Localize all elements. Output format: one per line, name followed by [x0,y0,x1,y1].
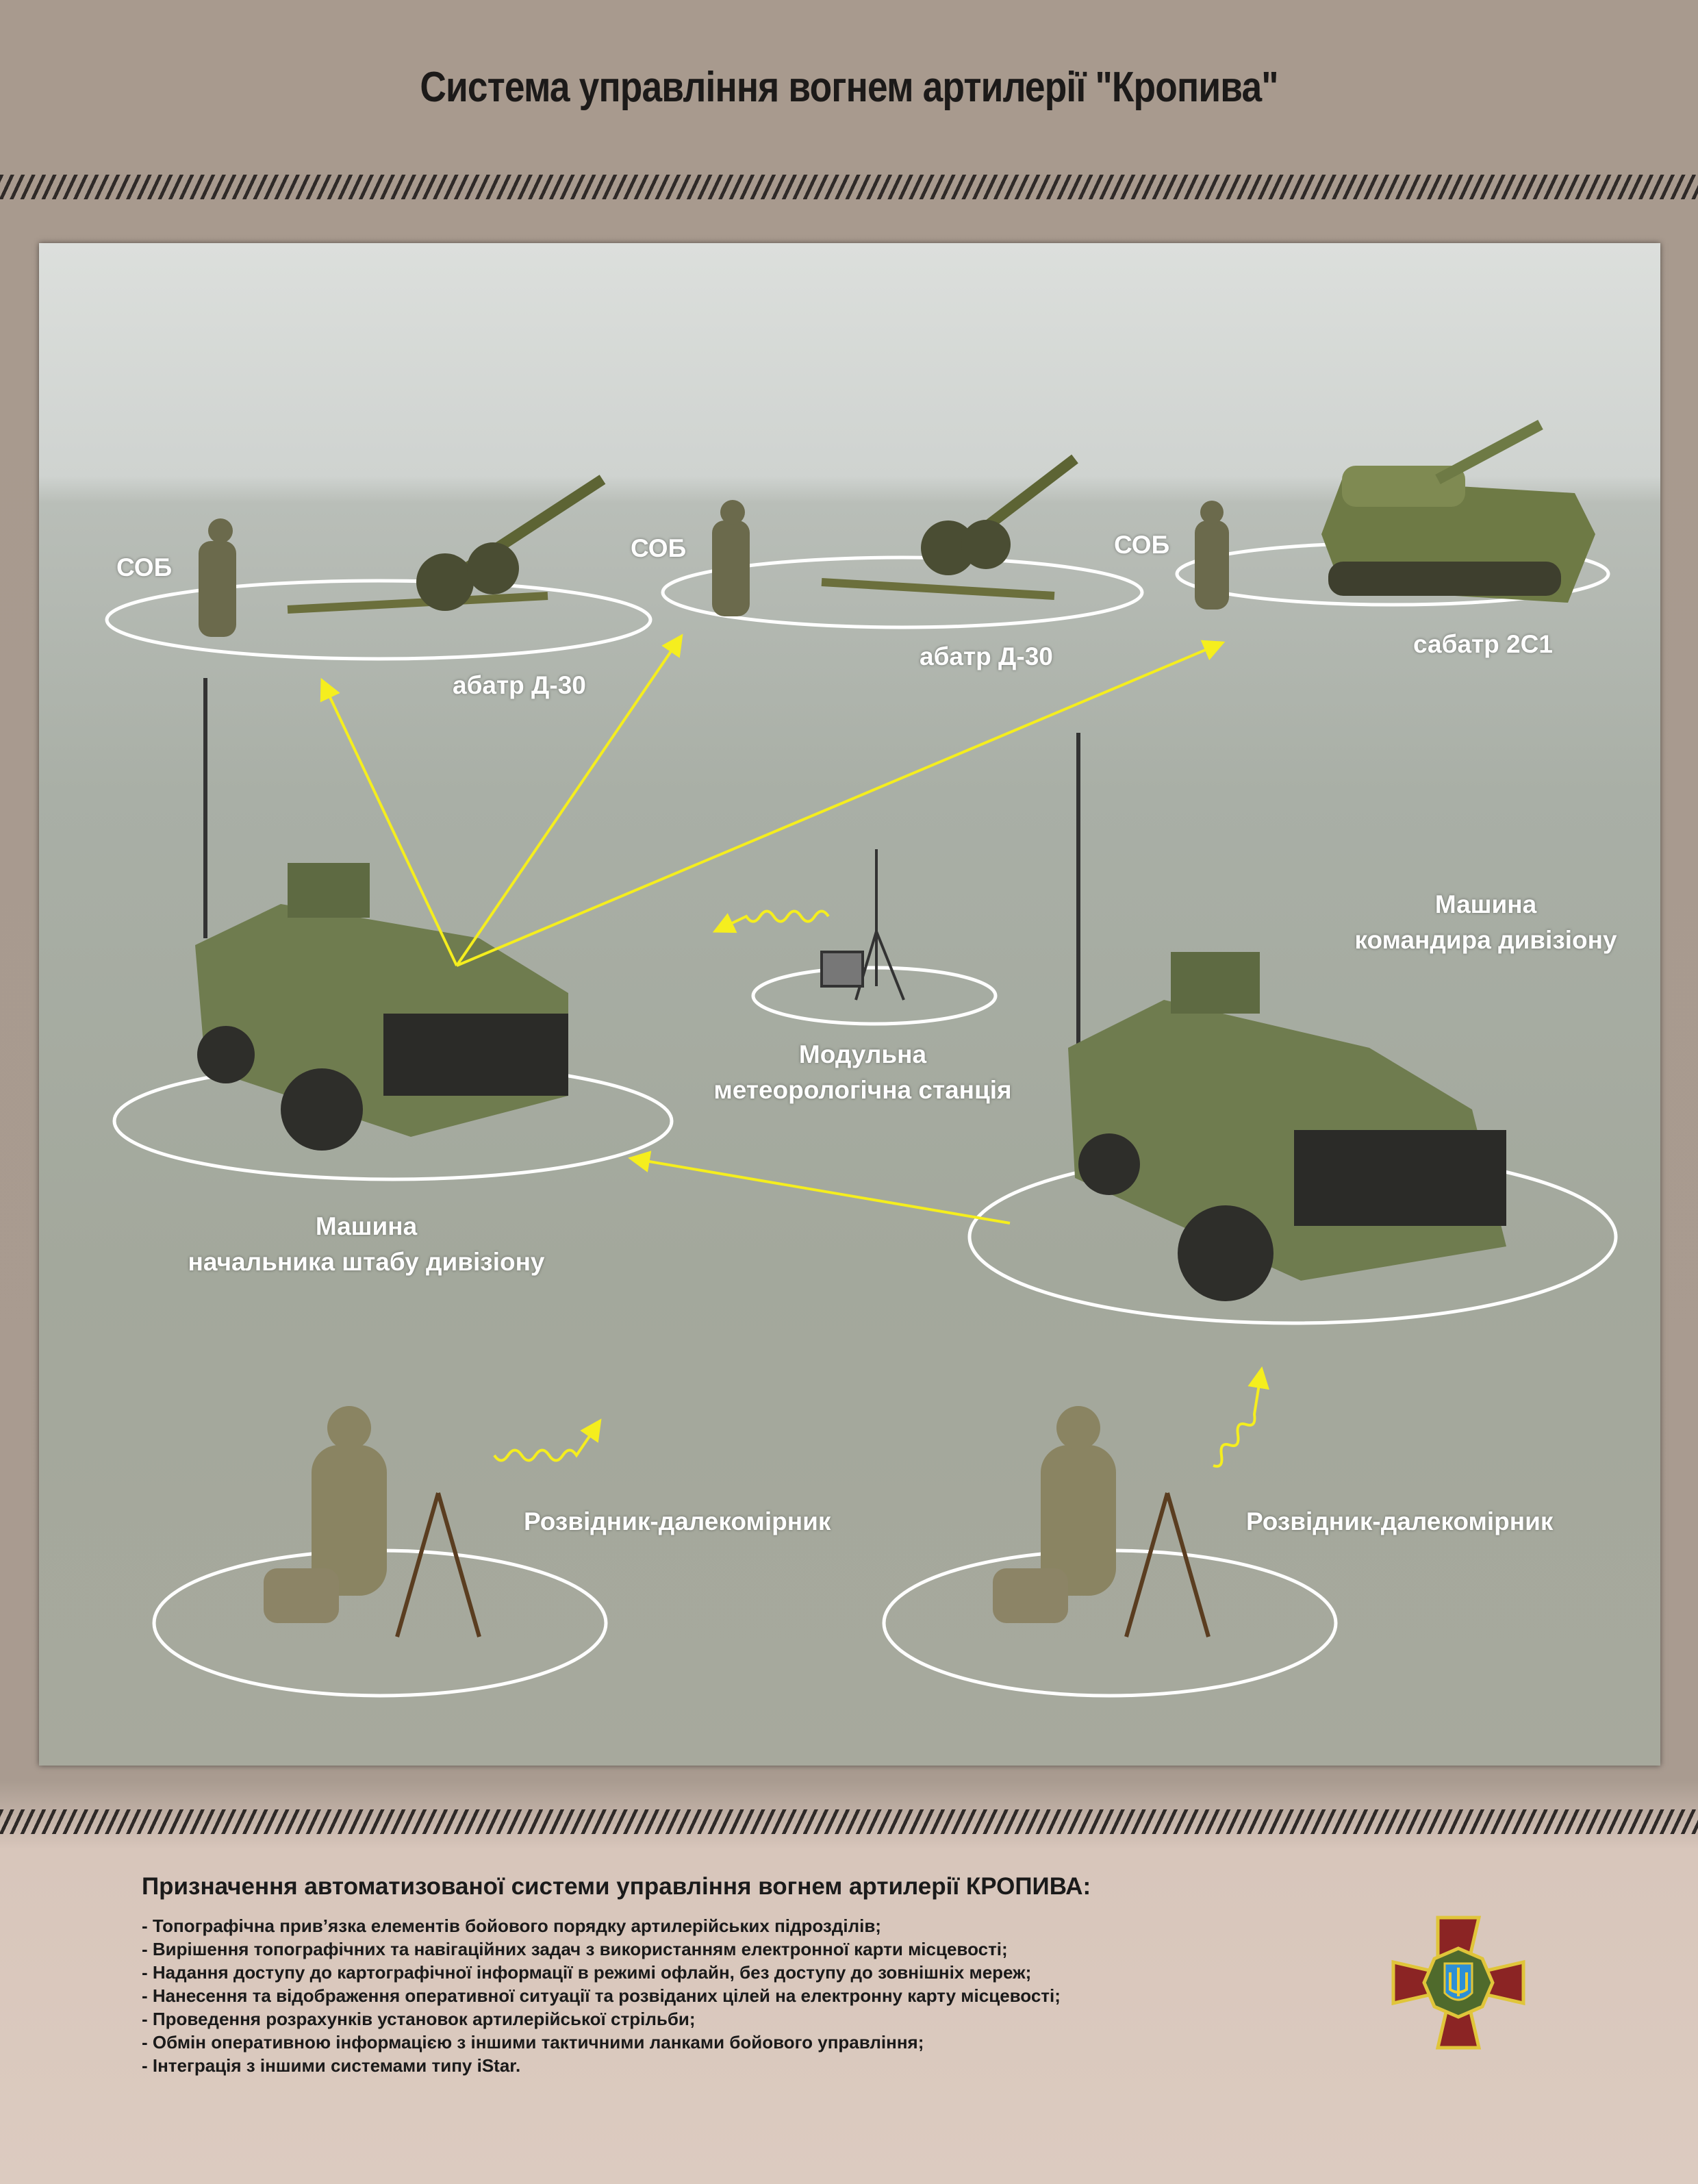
label-chief-of-staff-vehicle: Машина начальника штабу дивізіону [161,1209,572,1280]
list-item: - Нанесення та відображення оперативної … [142,1985,1061,2006]
label-scout-2: Розвідник-далекомірник [1246,1507,1554,1535]
armored-vehicle-icon [1068,733,1506,1301]
top-divider [0,175,1698,199]
label-line: Машина [315,1212,418,1240]
list-item: - Проведення розрахунків установок артил… [142,2009,696,2029]
list-item: - Вирішення топографічних та навігаційни… [142,1939,1008,1959]
label-scout-1: Розвідник-далекомірник [524,1507,831,1535]
ring-meteo [751,966,998,1026]
armored-vehicle-icon [195,678,568,1151]
purpose-list: - Топографічна прив’язка елементів бойов… [142,1914,1091,2077]
label-line: Модульна [798,1040,927,1068]
scout-icon [264,1406,1211,1637]
label-meteo-station: Модульна метеорологічна станція [698,1037,1027,1108]
list-item: - Інтеграція з іншими системами типу iSt… [142,2055,521,2076]
data-link-arrows [320,633,1269,1468]
list-item: - Топографічна прив’язка елементів бойов… [142,1916,881,1936]
label-battery-3: сабатр 2С1 [1413,630,1553,658]
label-line: метеорологічна станція [713,1076,1012,1104]
bottom-divider [0,1809,1698,1834]
label-commander-vehicle: Машина командира дивізіону [1335,887,1636,958]
label-line: начальника штабу дивізіону [188,1248,545,1276]
howitzer-d30-icon [287,475,606,614]
arrow-to-battery-2 [455,633,683,967]
list-item: - Надання доступу до картографічної інфо… [142,1962,1032,1983]
purpose-section: Призначення автоматизованої системи упра… [142,1873,1091,2077]
label-sob-1: СОБ [116,553,173,581]
wave-arrow-scout-2 [1213,1366,1269,1468]
ring-battery-1 [105,579,652,661]
meteo-station-icon [820,849,905,1001]
label-battery-2: абатр Д-30 [920,642,1053,670]
arrow-to-battery-3 [456,640,1226,967]
national-guard-emblem-icon [1391,1916,1525,2050]
list-item: - Обмін оперативною інформацією з іншими… [142,2032,924,2053]
label-line: Машина [1434,890,1537,918]
label-battery-1: абатр Д-30 [453,671,586,699]
self-propelled-gun-2s1-icon [1321,419,1595,603]
arrow-commander-to-chief [628,1151,1011,1225]
wave-arrow-scout-1 [493,1418,602,1462]
label-sob-3: СОБ [1114,531,1170,559]
purpose-heading: Призначення автоматизованої системи упра… [142,1873,1091,1900]
soldier-icon [199,500,1229,637]
wave-arrow-meteo [712,909,830,933]
arrow-to-battery-1 [320,677,458,966]
ring-battery-2 [661,555,1144,629]
label-sob-2: СОБ [631,534,687,562]
howitzer-d30-icon [821,454,1078,600]
page-title: Система управління вогнем артилерії "Кро… [420,64,1278,111]
label-line: командира дивізіону [1354,926,1617,954]
